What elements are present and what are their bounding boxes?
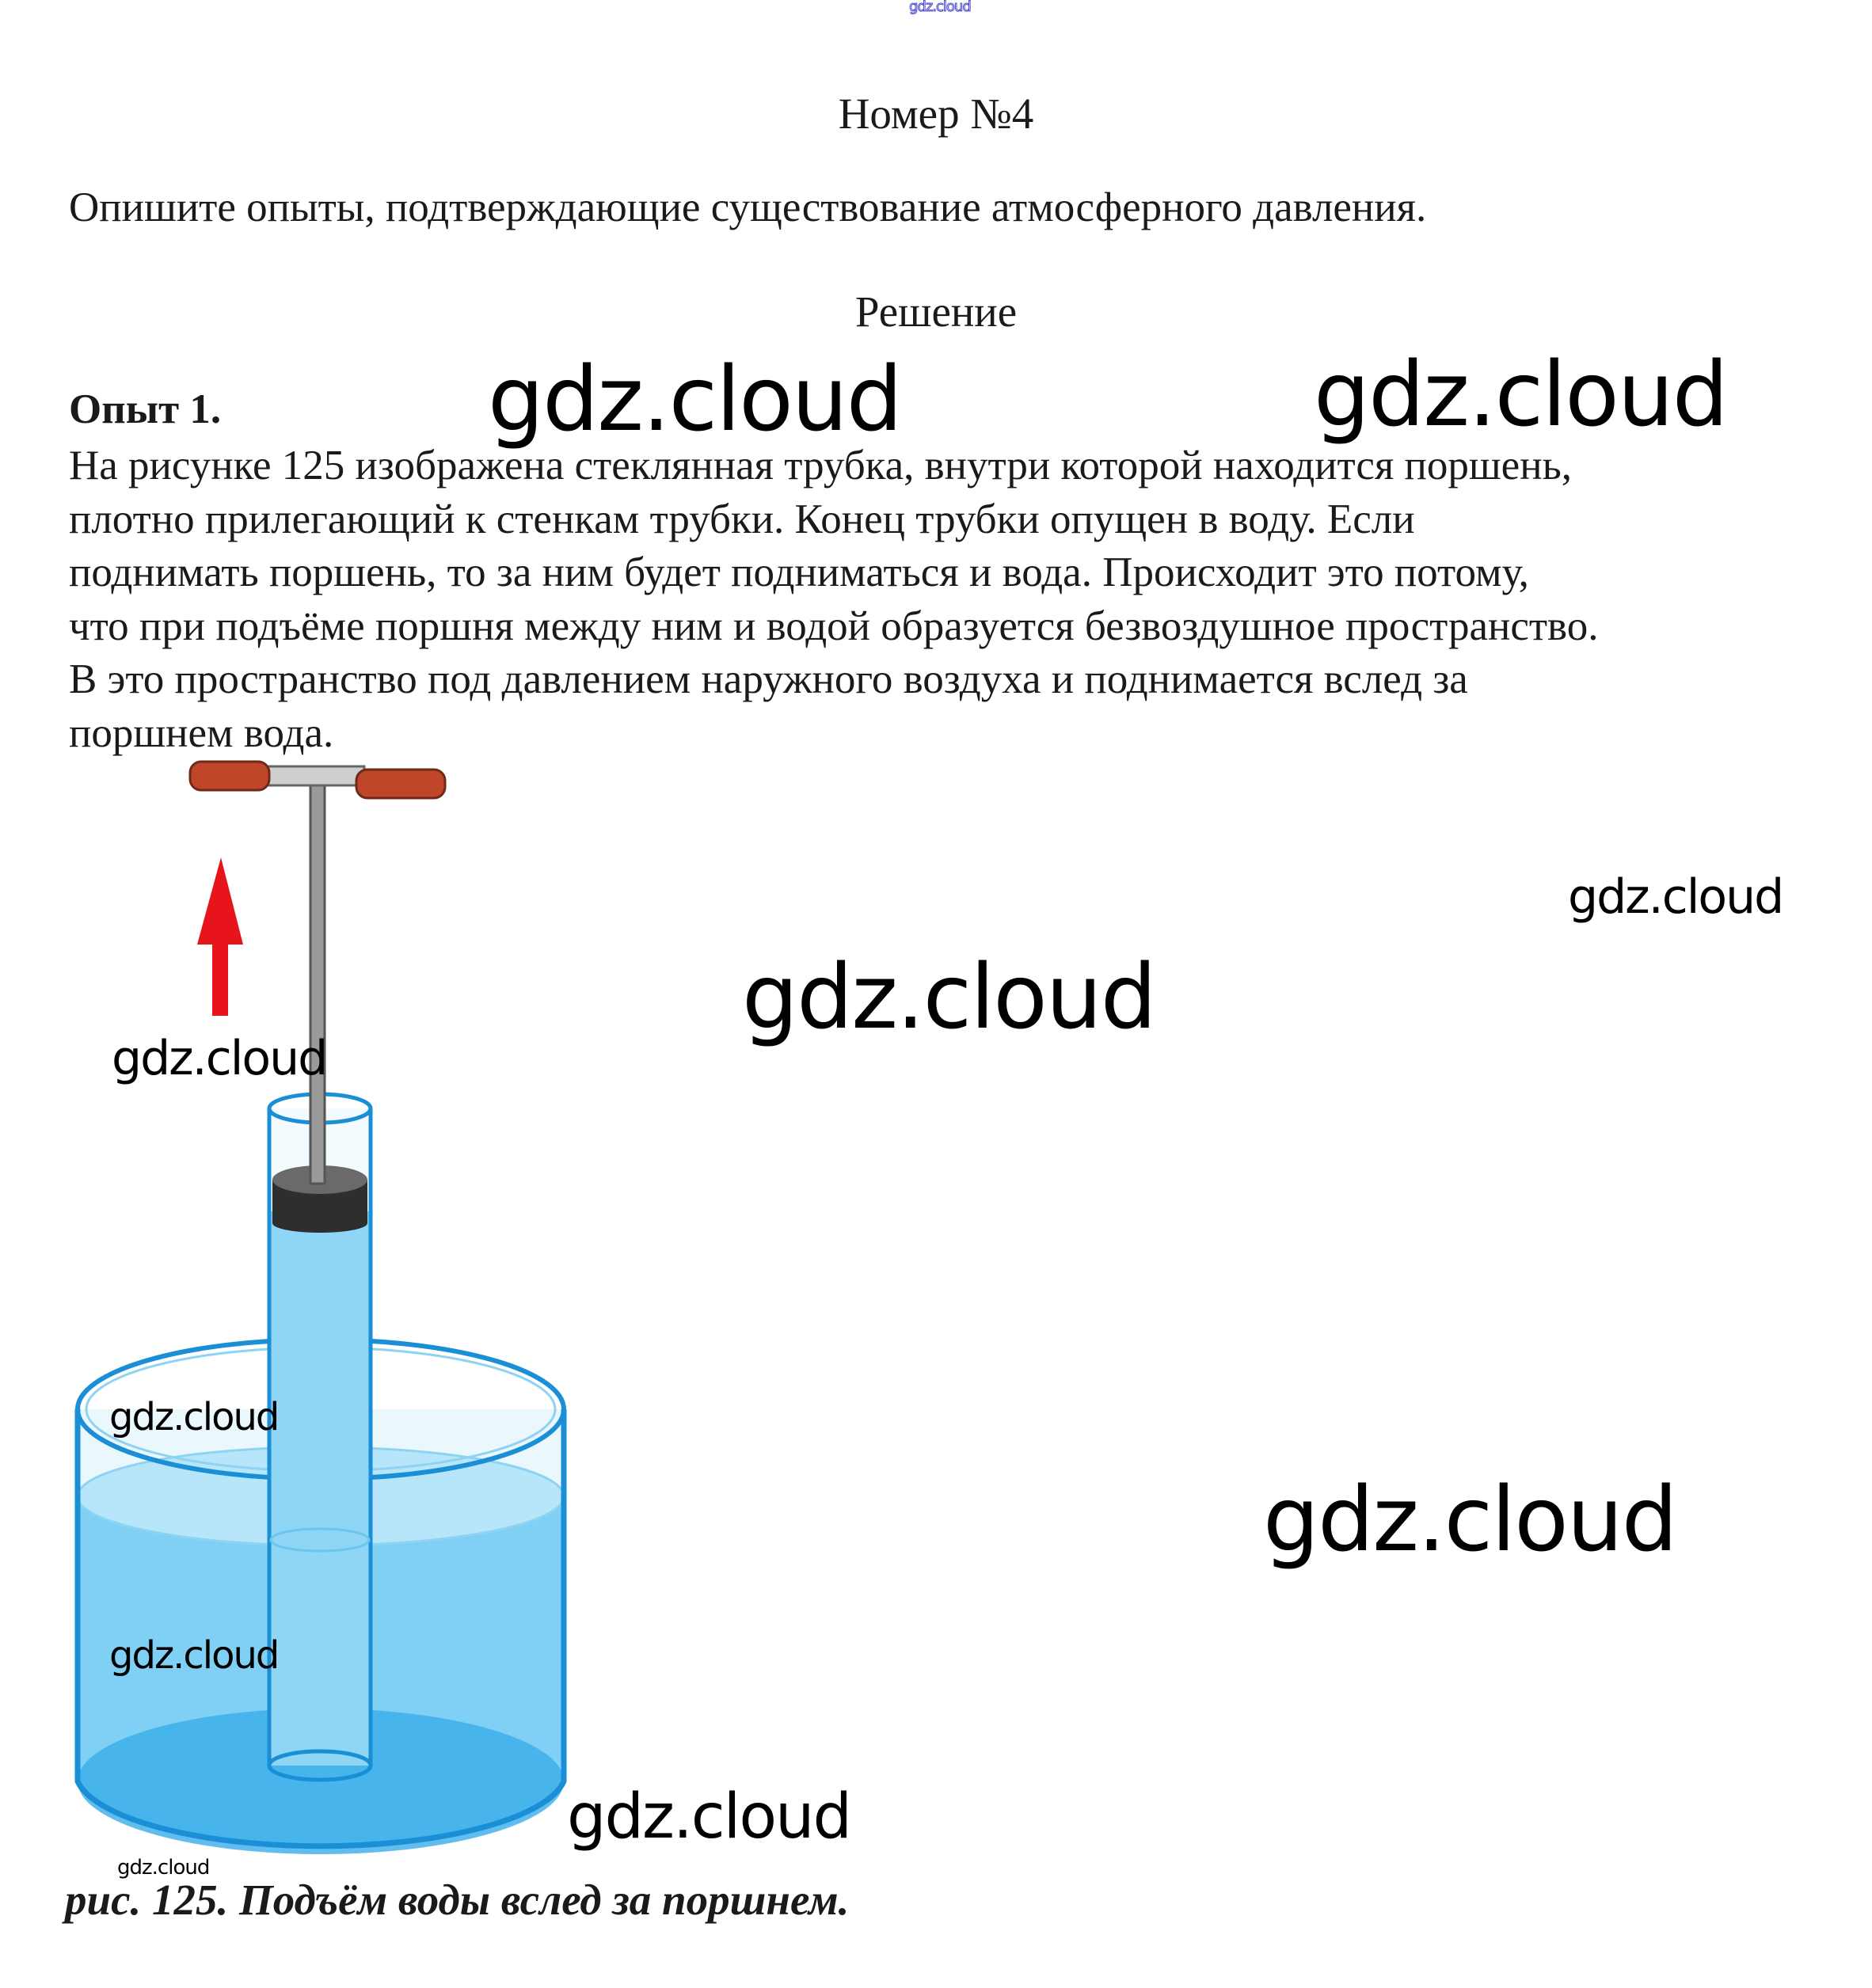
question-text: Опишите опыты, подтверждающие существова… xyxy=(69,184,1427,230)
t-handle xyxy=(188,760,447,800)
experiment-description: На рисунке 125 изображена стеклянная тру… xyxy=(69,439,1843,761)
paragraph-line: поршнем вода. xyxy=(69,709,334,756)
paragraph-line: что при подъёме поршня между ним и водой… xyxy=(69,602,1599,649)
solution-heading: Решение xyxy=(854,287,1018,336)
glass-tube xyxy=(267,1092,373,1782)
watermark: gdz.cloud xyxy=(109,1633,280,1678)
paragraph-line: На рисунке 125 изображена стеклянная тру… xyxy=(69,443,1572,488)
watermark: gdz.cloud xyxy=(1263,1469,1678,1572)
page-title: Номер №4 xyxy=(838,89,1034,138)
watermark: gdz.cloud xyxy=(117,1856,210,1880)
watermark: gdz.cloud xyxy=(567,1781,852,1853)
header-watermark: gdz.cloud xyxy=(909,0,972,16)
arrow-up-icon xyxy=(197,857,243,1016)
watermark: gdz.cloud xyxy=(488,348,903,451)
experiment-heading: Опыт 1. xyxy=(69,386,222,432)
piston-rod xyxy=(309,778,326,1185)
watermark: gdz.cloud xyxy=(112,1031,328,1086)
paragraph-line: поднимать поршень, то за ним будет подни… xyxy=(69,549,1529,596)
watermark: gdz.cloud xyxy=(1314,344,1729,447)
watermark: gdz.cloud xyxy=(1568,869,1784,925)
watermark: gdz.cloud xyxy=(742,946,1157,1049)
figure-caption: рис. 125. Подъём воды вслед за поршнем. xyxy=(65,1876,850,1924)
paragraph-line: плотно прилегающий к стенкам трубки. Кон… xyxy=(69,496,1415,542)
paragraph-line: В это пространство под давлением наружно… xyxy=(69,656,1468,703)
watermark: gdz.cloud xyxy=(109,1395,280,1439)
